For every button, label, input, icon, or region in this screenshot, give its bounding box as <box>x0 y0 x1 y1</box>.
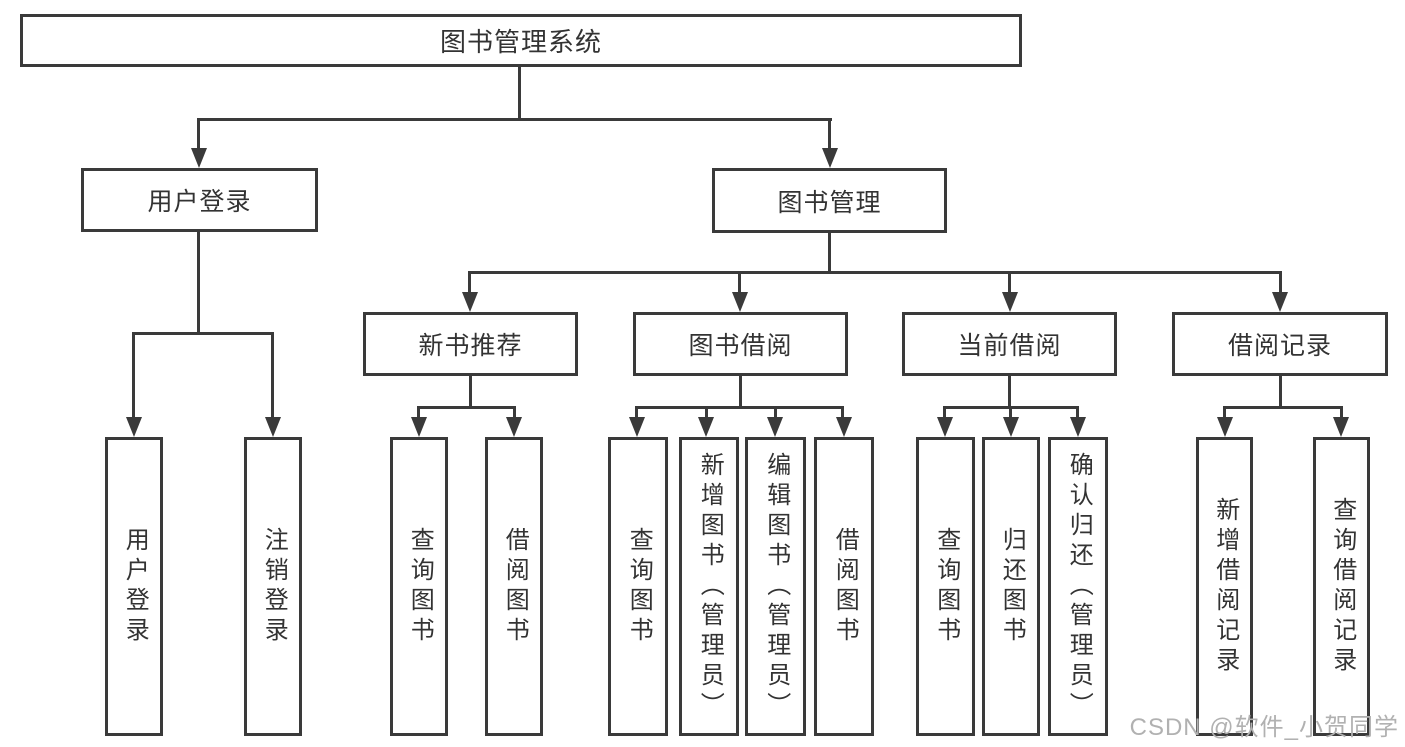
node-library-management-system: 图书管理系统 <box>20 14 1022 67</box>
arrowhead-down <box>126 417 142 437</box>
leaf-borrowing-add-book-admin: 新增图书（管理员） <box>679 437 739 736</box>
node-label: 新书推荐 <box>418 332 523 360</box>
node-book-management: 图书管理 <box>712 168 947 233</box>
leaf-recommend-query-book: 查询图书 <box>390 437 448 736</box>
arrowhead-down <box>1002 292 1018 312</box>
node-new-book-recommendation: 新书推荐 <box>363 312 578 376</box>
arrowhead-down <box>462 292 478 312</box>
leaf-label: 确认归还（管理员） <box>1065 451 1093 722</box>
connector-vline <box>513 406 516 420</box>
connector-vline <box>132 332 135 419</box>
leaf-user-login: 用户登录 <box>105 437 163 736</box>
connector-vline <box>828 233 831 273</box>
connector-vline <box>1008 271 1011 294</box>
leaf-records-query-record: 查询借阅记录 <box>1313 437 1370 736</box>
arrowhead-down <box>1272 292 1288 312</box>
leaf-label: 编辑图书（管理员） <box>762 451 790 722</box>
leaf-label: 归还图书 <box>998 526 1026 647</box>
leaf-current-query-book: 查询图书 <box>916 437 975 736</box>
connector-vline <box>1340 406 1343 420</box>
connector-vline <box>197 118 200 150</box>
arrowhead-down <box>836 417 852 437</box>
connector-vline <box>417 406 420 420</box>
arrowhead-down <box>1003 417 1019 437</box>
leaf-label: 注销登录 <box>260 526 288 647</box>
connector-vline <box>1223 406 1226 420</box>
leaf-label: 借阅图书 <box>501 526 529 647</box>
arrowhead-down <box>937 417 953 437</box>
arrowhead-down <box>191 148 207 168</box>
node-user-login: 用户登录 <box>81 168 318 232</box>
arrowhead-down <box>732 292 748 312</box>
connector-vline <box>1076 406 1079 420</box>
leaf-label: 新增图书（管理员） <box>696 451 724 722</box>
arrowhead-down <box>629 417 645 437</box>
connector-vline <box>705 406 708 420</box>
connector-hline <box>469 271 1282 274</box>
connector-vline <box>841 406 844 420</box>
arrowhead-down <box>1070 417 1086 437</box>
connector-hline <box>1223 406 1343 409</box>
connector-vline <box>738 271 741 294</box>
connector-vline <box>1008 376 1011 408</box>
connector-vline <box>197 232 200 334</box>
connector-vline <box>469 376 472 408</box>
arrowhead-down <box>1217 417 1233 437</box>
leaf-recommend-borrow-book: 借阅图书 <box>485 437 543 736</box>
node-book-borrowing: 图书借阅 <box>633 312 848 376</box>
leaf-current-return-book: 归还图书 <box>982 437 1040 736</box>
connector-vline <box>739 376 742 408</box>
arrowhead-down <box>698 417 714 437</box>
connector-vline <box>271 332 274 419</box>
leaf-label: 查询图书 <box>406 526 434 647</box>
connector-vline <box>828 118 831 150</box>
arrowhead-down <box>265 417 281 437</box>
leaf-label: 新增借阅记录 <box>1211 496 1239 677</box>
leaf-label: 用户登录 <box>121 526 149 647</box>
connector-vline <box>943 406 946 420</box>
connector-vline <box>635 406 638 420</box>
leaf-records-add-record: 新增借阅记录 <box>1196 437 1253 736</box>
node-current-borrowing: 当前借阅 <box>902 312 1117 376</box>
arrowhead-down <box>1333 417 1349 437</box>
node-label: 图书管理系统 <box>439 27 602 57</box>
connector-vline <box>518 67 521 119</box>
leaf-label: 查询图书 <box>932 526 960 647</box>
leaf-borrowing-query-book: 查询图书 <box>608 437 668 736</box>
connector-vline <box>1009 406 1012 420</box>
arrowhead-down <box>822 148 838 168</box>
connector-vline <box>774 406 777 420</box>
leaf-current-confirm-return-admin: 确认归还（管理员） <box>1048 437 1108 736</box>
leaf-label: 查询图书 <box>625 526 653 647</box>
connector-vline <box>1279 376 1282 408</box>
connector-hline <box>417 406 516 409</box>
leaf-borrowing-edit-book-admin: 编辑图书（管理员） <box>745 437 806 736</box>
leaf-borrowing-borrow-book: 借阅图书 <box>814 437 874 736</box>
node-label: 图书管理 <box>777 188 882 217</box>
arrowhead-down <box>506 417 522 437</box>
node-label: 借阅记录 <box>1227 332 1332 360</box>
node-label: 用户登录 <box>147 188 252 216</box>
leaf-logout: 注销登录 <box>244 437 302 736</box>
leaf-label: 借阅图书 <box>831 526 859 647</box>
connector-hline <box>198 118 832 121</box>
arrowhead-down <box>411 417 427 437</box>
connector-hline <box>132 332 274 335</box>
node-label: 图书借阅 <box>688 332 793 360</box>
csdn-watermark: CSDN @软件_小贺同学 <box>1129 714 1399 741</box>
arrowhead-down <box>767 417 783 437</box>
leaf-label: 查询借阅记录 <box>1328 496 1356 677</box>
node-label: 当前借阅 <box>957 332 1062 360</box>
connector-vline <box>1279 271 1282 294</box>
connector-vline <box>468 271 471 294</box>
connector-hline <box>635 406 844 409</box>
node-borrowing-records: 借阅记录 <box>1172 312 1388 376</box>
